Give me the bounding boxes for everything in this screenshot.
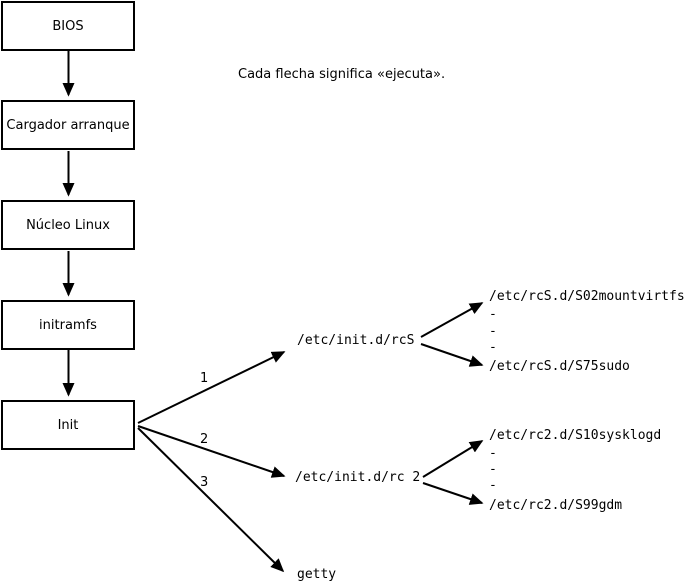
box-nucleo-linux: Núcleo Linux (1, 200, 135, 250)
arrow-rcS-to-first (420, 302, 484, 338)
arrow-init-to-rc2 (137, 425, 286, 478)
rc2-dots-1: - (489, 446, 497, 461)
box-init: Init (1, 400, 135, 450)
box-init-label: Init (57, 417, 79, 433)
rcS-dots-1: - (489, 307, 497, 322)
rcS-dots-3: - (489, 340, 497, 355)
branch-label-1: 1 (200, 371, 209, 386)
arrow-init-to-rcS (137, 351, 286, 424)
box-cargador-arranque-label: Cargador arranque (6, 117, 130, 133)
box-nucleo-linux-label: Núcleo Linux (26, 217, 110, 233)
arrow-rcS-to-last (420, 343, 484, 367)
box-initramfs: initramfs (1, 300, 135, 350)
branch-label-2: 2 (200, 432, 209, 447)
rc2-child-first: /etc/rc2.d/S10sysklogd (489, 428, 662, 443)
arrow-rc2-to-first (422, 440, 484, 478)
rcS-child-last: /etc/rcS.d/S75sudo (489, 359, 630, 374)
branch-label-3: 3 (200, 475, 209, 490)
box-bios-label: BIOS (52, 18, 84, 34)
target-getty: getty (297, 567, 337, 582)
box-cargador-arranque: Cargador arranque (1, 100, 135, 150)
rc2-dots-2: - (489, 462, 497, 477)
box-bios: BIOS (1, 1, 135, 51)
rcS-dots-2: - (489, 324, 497, 339)
arrow-init-to-getty (137, 427, 285, 573)
arrow-rc2-to-last (422, 482, 484, 505)
target-init-rc2: /etc/init.d/rc 2 (295, 470, 421, 485)
target-init-rcS: /etc/init.d/rcS (297, 333, 415, 348)
rcS-child-first: /etc/rcS.d/S02mountvirtfs (489, 289, 684, 304)
rc2-dots-3: - (489, 478, 497, 493)
legend-note: Cada flecha significa «ejecuta». (238, 67, 446, 82)
rc2-child-last: /etc/rc2.d/S99gdm (489, 498, 623, 513)
box-initramfs-label: initramfs (39, 317, 97, 333)
